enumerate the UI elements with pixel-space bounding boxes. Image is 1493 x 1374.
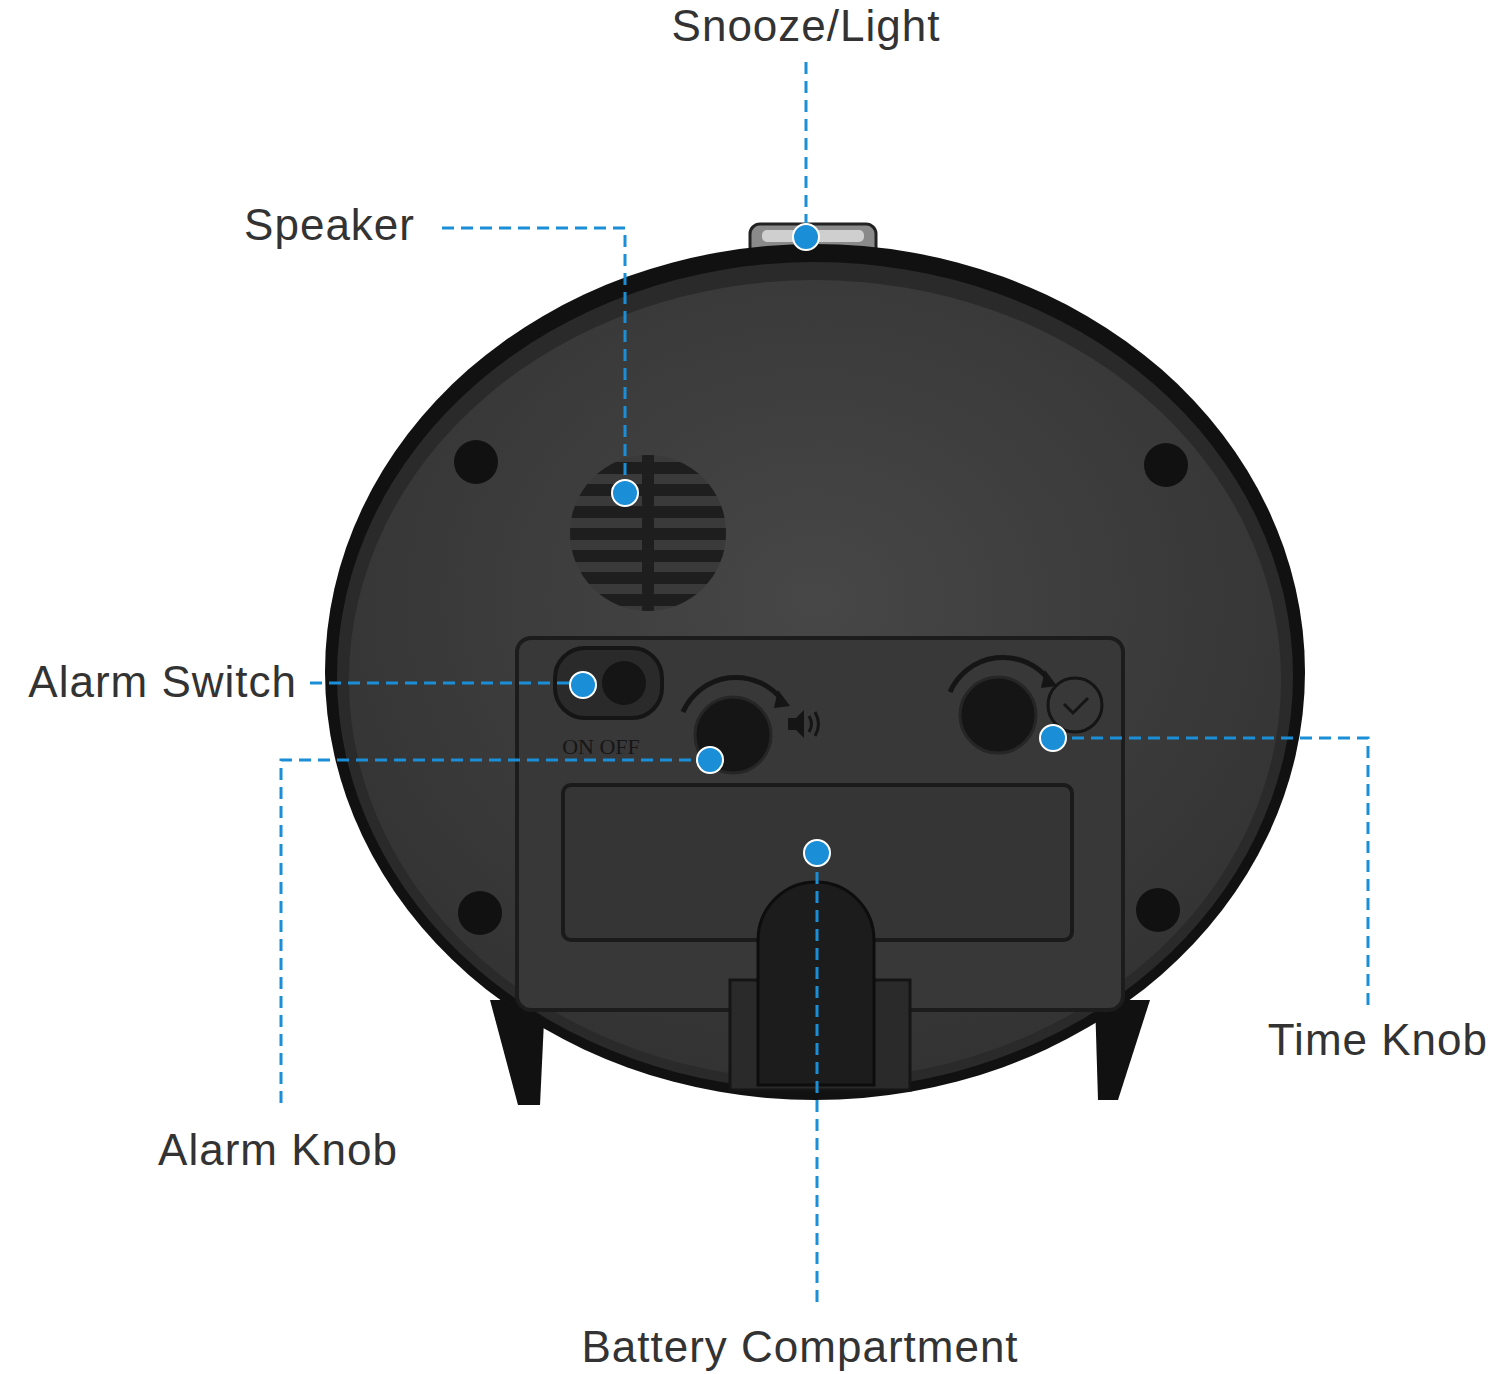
part-label: Alarm Knob	[158, 1126, 398, 1174]
leader-lines	[281, 62, 1368, 1308]
part-label: Time Knob	[1268, 1016, 1488, 1064]
clock-icon	[1048, 678, 1102, 732]
switch-toggle	[602, 661, 646, 705]
clock-rim-inner	[337, 262, 1293, 1090]
sound-icon	[788, 710, 819, 738]
arrow-head	[774, 690, 790, 708]
part-label: Snooze/Light	[672, 2, 941, 50]
screw-hole	[1144, 443, 1188, 487]
speaker-grill	[560, 450, 740, 620]
screw-hole	[454, 440, 498, 484]
part-label: Speaker	[244, 201, 415, 249]
clock-rim	[325, 244, 1305, 1100]
switch-marking: ON OFF	[562, 735, 640, 759]
time-knob	[960, 677, 1036, 753]
screw-hole	[458, 891, 502, 935]
clock-icon-hands	[1064, 698, 1088, 713]
part-label: Battery Compartment	[581, 1323, 1018, 1371]
leader-dots	[570, 224, 1066, 866]
screw-hole	[1136, 888, 1180, 932]
part-label: Alarm Switch	[28, 658, 297, 706]
switch-slot	[555, 648, 662, 718]
alarm-knob	[695, 697, 771, 773]
